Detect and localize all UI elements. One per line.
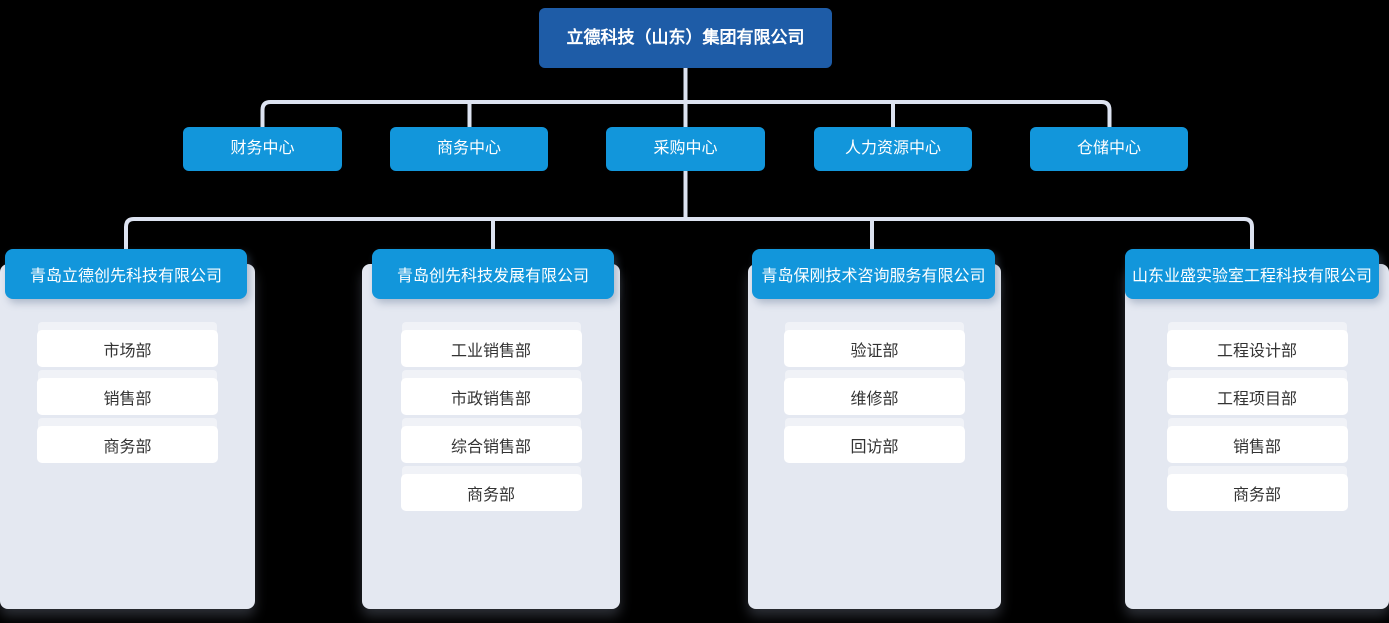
department-box: 商务部 [400, 474, 582, 511]
center-label: 人力资源中心 [844, 140, 941, 158]
center-label: 商务中心 [436, 140, 501, 158]
center-label: 采购中心 [653, 140, 718, 158]
subsidiary-label: 青岛保刚技术咨询服务有限公司 [761, 268, 986, 285]
connector-level2 [124, 171, 1254, 251]
department-label: 回访部 [850, 438, 899, 456]
subsidiary-label: 青岛立德创先科技有限公司 [29, 268, 222, 285]
org-node-root-label: 立德科技（山东）集团有限公司 [566, 27, 805, 47]
org-node-center-hr: 人力资源中心 [814, 127, 972, 171]
department-box: 市政销售部 [400, 378, 582, 415]
org-node-subsidiary-1: 青岛立德创先科技有限公司 [5, 249, 247, 299]
department-box: 维修部 [784, 378, 965, 415]
department-label: 维修部 [850, 390, 899, 408]
department-label: 工业销售部 [450, 342, 531, 360]
department-box: 工程设计部 [1166, 330, 1348, 367]
department-label: 验证部 [850, 342, 899, 360]
department-box: 商务部 [1166, 474, 1348, 511]
department-box: 商务部 [37, 426, 218, 463]
org-node-center-procurement: 采购中心 [606, 127, 765, 171]
subsidiary-panel: 工程设计部 工程项目部 销售部 商务部 [1125, 264, 1389, 609]
department-box: 工程项目部 [1166, 378, 1348, 415]
department-label: 市场部 [103, 342, 152, 360]
department-box: 工业销售部 [400, 330, 582, 367]
subsidiary-panel: 工业销售部 市政销售部 综合销售部 商务部 [362, 264, 620, 609]
department-label: 市政销售部 [450, 390, 531, 408]
org-node-subsidiary-3: 青岛保刚技术咨询服务有限公司 [752, 249, 995, 299]
department-box: 市场部 [37, 330, 218, 367]
department-label: 工程设计部 [1216, 342, 1297, 360]
org-node-center-warehouse: 仓储中心 [1030, 127, 1188, 171]
department-label: 商务部 [466, 486, 515, 504]
org-node-root: 立德科技（山东）集团有限公司 [539, 8, 832, 68]
department-box: 综合销售部 [400, 426, 582, 463]
subsidiary-panel: 验证部 维修部 回访部 [748, 264, 1001, 609]
department-box: 销售部 [37, 378, 218, 415]
subsidiary-label: 山东业盛实验室工程科技有限公司 [1131, 268, 1372, 285]
department-box: 回访部 [784, 426, 965, 463]
department-label: 综合销售部 [450, 438, 531, 456]
subsidiary-label: 青岛创先科技发展有限公司 [396, 268, 589, 285]
department-label: 商务部 [1232, 486, 1281, 504]
connector-level1 [260, 68, 1112, 127]
department-label: 销售部 [1232, 438, 1281, 456]
department-label: 工程项目部 [1216, 390, 1297, 408]
department-box: 销售部 [1166, 426, 1348, 463]
org-node-center-finance: 财务中心 [183, 127, 342, 171]
department-label: 商务部 [103, 438, 152, 456]
center-label: 财务中心 [230, 140, 295, 158]
department-box: 验证部 [784, 330, 965, 367]
department-label: 销售部 [103, 390, 152, 408]
org-node-subsidiary-4: 山东业盛实验室工程科技有限公司 [1125, 249, 1379, 299]
org-node-center-business: 商务中心 [390, 127, 548, 171]
center-label: 仓储中心 [1076, 140, 1141, 158]
org-node-subsidiary-2: 青岛创先科技发展有限公司 [372, 249, 614, 299]
subsidiary-panel: 市场部 销售部 商务部 [0, 264, 255, 609]
